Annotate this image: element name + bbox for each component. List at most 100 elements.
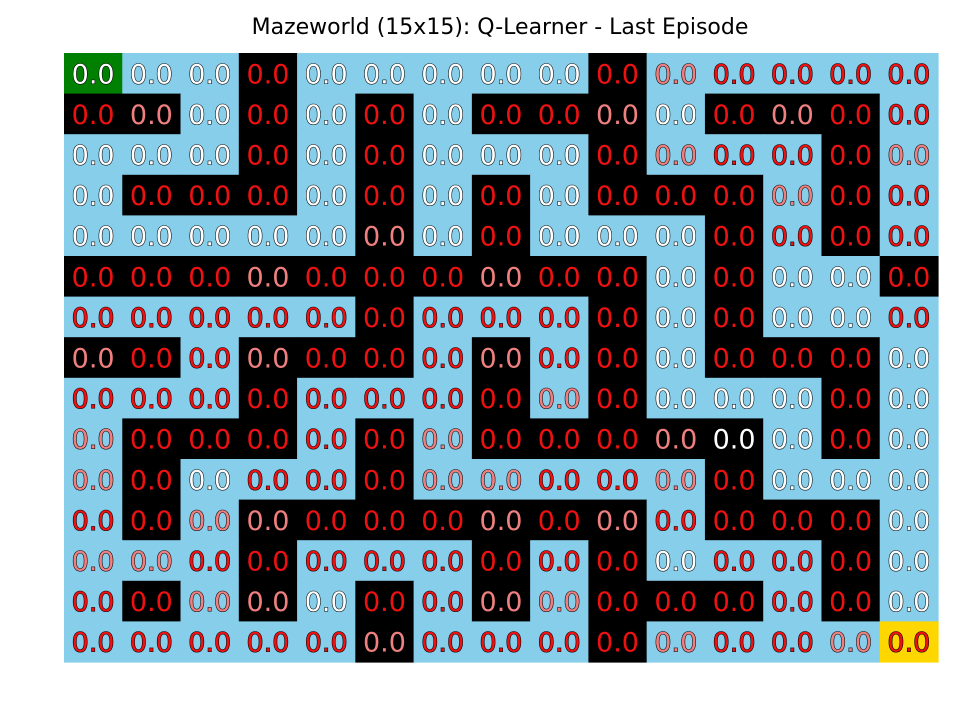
maze-cell-open-r6-c4	[297, 296, 356, 338]
cell-value-label-r3-c0: 0.0	[72, 181, 115, 212]
maze-cell-wall-r10-c11	[704, 459, 764, 501]
chart-title: Mazeworld (15x15): Q-Learner - Last Epis…	[251, 15, 749, 40]
maze-cell-open-r8-c10	[646, 377, 706, 419]
cell-value-label-r3-c4: 0.0	[305, 181, 348, 212]
maze-cell-open-r5-c13	[821, 256, 881, 298]
cell-value-label-r14-c7: 0.0	[480, 628, 523, 659]
maze-cell-wall-r5-c9	[588, 256, 648, 298]
maze-cell-open-r9-c6	[413, 418, 473, 460]
maze-cell-wall-r12-c13	[821, 540, 881, 582]
cell-value-label-r8-c11: 0.0	[713, 384, 756, 415]
cell-value-label-r12-c11: 0.0	[713, 547, 756, 578]
cell-value-label-r9-c11: 0.0	[713, 425, 756, 456]
cell-value-label-r11-c5: 0.0	[363, 506, 406, 537]
maze-cell-wall-r0-c3	[238, 53, 298, 95]
maze-cell-open-r13-c4	[297, 580, 356, 622]
maze-cell-open-r6-c0	[64, 296, 123, 338]
cell-value-label-r3-c1: 0.0	[130, 181, 173, 212]
maze-cell-wall-r9-c5	[355, 418, 415, 460]
cell-value-label-r8-c7: 0.0	[480, 384, 523, 415]
maze-cell-open-r12-c10	[646, 540, 706, 582]
maze-cell-wall-r8-c3	[238, 377, 298, 419]
cell-value-label-r3-c2: 0.0	[188, 181, 231, 212]
cell-value-label-r13-c9: 0.0	[596, 587, 639, 618]
maze-cell-open-r6-c12	[763, 296, 823, 338]
maze-cell-start-r0-c0	[64, 53, 123, 95]
cell-value-label-r1-c11: 0.0	[713, 100, 756, 131]
maze-cell-wall-r9-c11	[704, 418, 764, 460]
cell-value-label-r7-c1: 0.0	[130, 344, 173, 375]
cell-value-label-r4-c8: 0.0	[538, 222, 581, 253]
cell-value-label-r12-c0: 0.0	[72, 547, 115, 578]
maze-cell-open-r5-c10	[646, 256, 706, 298]
maze-cell-open-r4-c12	[763, 215, 823, 257]
cell-value-label-r2-c12: 0.0	[771, 141, 814, 172]
maze-cell-wall-r7-c7	[471, 337, 531, 379]
cell-value-label-r10-c8: 0.0	[538, 465, 581, 496]
cell-value-label-r8-c12: 0.0	[771, 384, 814, 415]
maze-cell-wall-r9-c2	[180, 418, 240, 460]
cell-value-label-r2-c7: 0.0	[480, 141, 523, 172]
cell-value-label-r5-c1: 0.0	[130, 262, 173, 293]
cell-value-label-r10-c1: 0.0	[130, 465, 173, 496]
maze-cell-open-r13-c0	[64, 580, 123, 622]
maze-cell-open-r12-c6	[413, 540, 473, 582]
cell-value-label-r8-c8: 0.0	[538, 384, 581, 415]
maze-cell-open-r12-c14	[879, 540, 939, 582]
maze-cell-wall-r1-c3	[238, 93, 298, 135]
cell-value-label-r4-c4: 0.0	[305, 222, 348, 253]
maze-cell-wall-r6-c11	[704, 296, 764, 338]
maze-cell-open-r8-c5	[355, 377, 415, 419]
cell-value-label-r11-c0: 0.0	[72, 506, 115, 537]
maze-cell-wall-r1-c12	[763, 93, 823, 135]
maze-cell-wall-r11-c3	[238, 499, 298, 541]
cell-value-label-r4-c12: 0.0	[771, 222, 814, 253]
cell-value-label-r14-c14: 0.0	[887, 628, 930, 659]
cell-value-label-r4-c9: 0.0	[596, 222, 639, 253]
maze-cell-open-r7-c2	[180, 337, 240, 379]
cell-value-label-r3-c3: 0.0	[246, 181, 289, 212]
cell-value-label-r13-c4: 0.0	[305, 587, 348, 618]
maze-cell-open-r0-c4	[297, 53, 356, 95]
maze-cell-open-r1-c10	[646, 93, 706, 135]
maze-cell-open-r0-c2	[180, 53, 240, 95]
cell-value-label-r10-c14: 0.0	[887, 465, 930, 496]
maze-cell-wall-r9-c13	[821, 418, 881, 460]
maze-cell-open-r12-c1	[122, 540, 182, 582]
cell-value-label-r5-c9: 0.0	[596, 262, 639, 293]
cell-value-label-r3-c11: 0.0	[713, 181, 756, 212]
cell-value-label-r1-c1: 0.0	[130, 100, 173, 131]
cell-value-label-r8-c4: 0.0	[305, 384, 348, 415]
cell-value-label-r0-c5: 0.0	[363, 59, 406, 90]
cell-value-label-r14-c6: 0.0	[421, 628, 464, 659]
cell-value-label-r12-c10: 0.0	[654, 547, 697, 578]
cell-value-label-r10-c6: 0.0	[421, 465, 464, 496]
cell-value-label-r4-c1: 0.0	[130, 222, 173, 253]
maze-cell-open-r8-c1	[122, 377, 182, 419]
maze-cell-wall-r1-c13	[821, 93, 881, 135]
cell-value-label-r9-c13: 0.0	[829, 425, 872, 456]
cell-value-label-r14-c2: 0.0	[188, 628, 231, 659]
cell-value-label-r6-c5: 0.0	[363, 303, 406, 334]
cell-value-label-r7-c4: 0.0	[305, 344, 348, 375]
maze-cell-open-r0-c5	[355, 53, 415, 95]
cell-value-label-r4-c13: 0.0	[829, 222, 872, 253]
cell-value-label-r5-c5: 0.0	[363, 262, 406, 293]
cell-value-label-r10-c2: 0.0	[188, 465, 231, 496]
cell-value-label-r9-c6: 0.0	[421, 425, 464, 456]
cell-value-label-r6-c7: 0.0	[480, 303, 523, 334]
cell-value-label-r10-c4: 0.0	[305, 465, 348, 496]
maze-cell-wall-r7-c5	[355, 337, 415, 379]
cell-value-label-r10-c12: 0.0	[771, 465, 814, 496]
cell-value-label-r11-c7: 0.0	[480, 506, 523, 537]
maze-cell-wall-r4-c13	[821, 215, 881, 257]
maze-cell-wall-r5-c5	[355, 256, 415, 298]
maze-cell-open-r13-c12	[763, 580, 823, 622]
cell-value-label-r4-c5: 0.0	[363, 222, 406, 253]
cell-value-label-r14-c4: 0.0	[305, 628, 348, 659]
cell-value-label-r8-c14: 0.0	[887, 384, 930, 415]
cell-value-label-r4-c14: 0.0	[887, 222, 930, 253]
maze-cell-open-r14-c3	[238, 621, 298, 663]
maze-cell-wall-r8-c13	[821, 377, 881, 419]
cell-value-label-r9-c3: 0.0	[246, 425, 289, 456]
